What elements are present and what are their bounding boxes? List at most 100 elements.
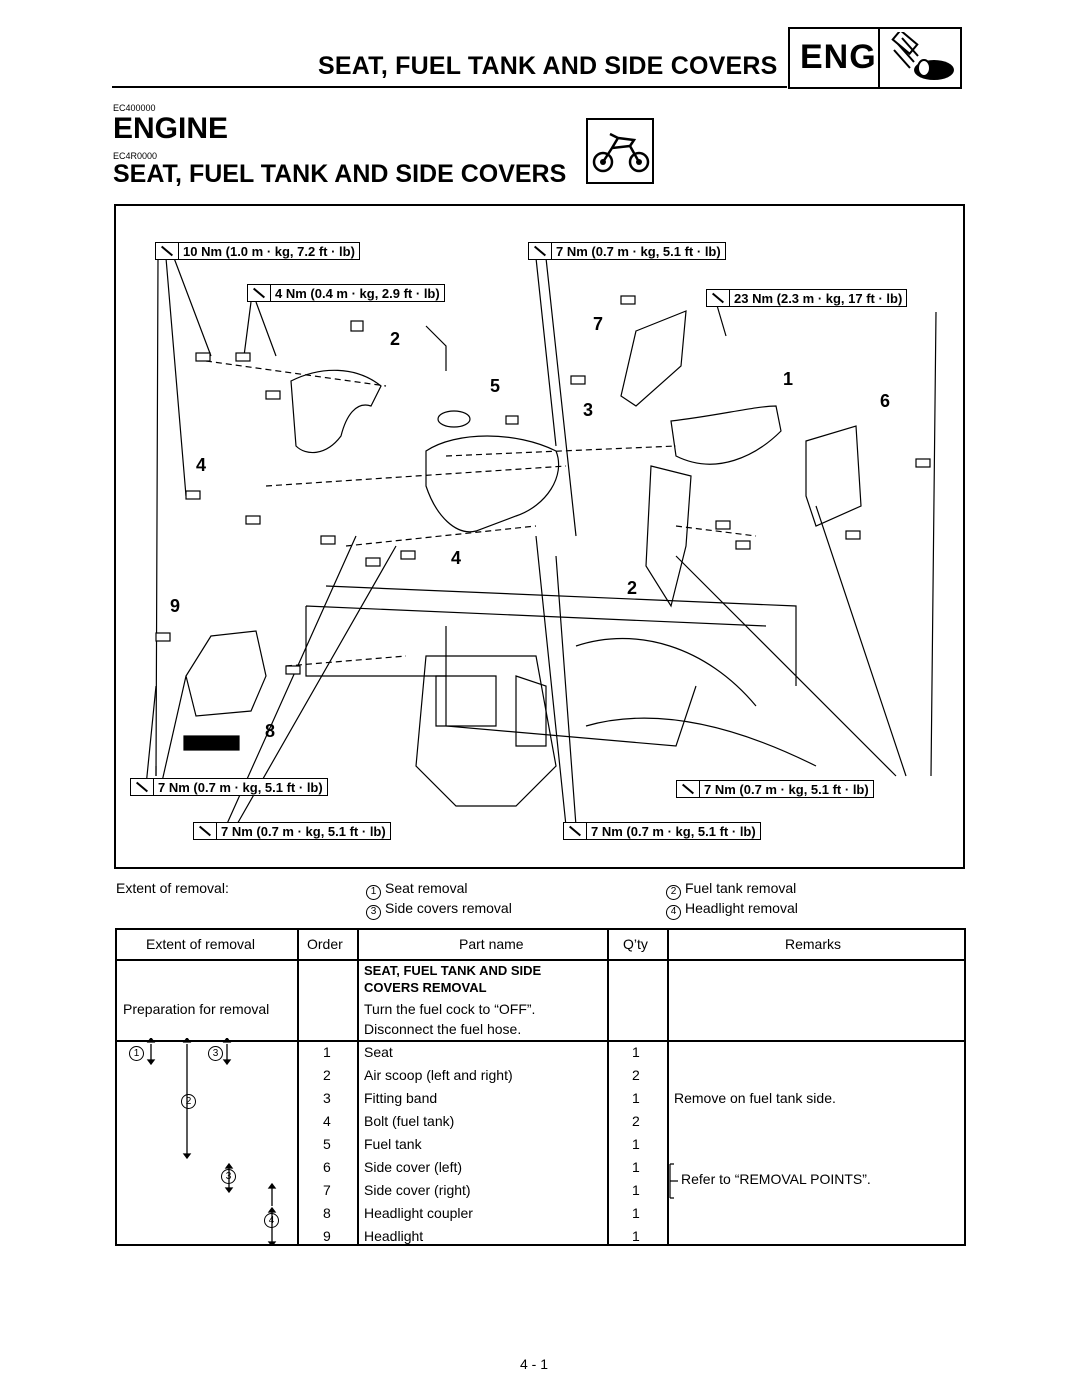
row-order: 6	[323, 1159, 331, 1175]
leader-lines-7nm-top	[535, 257, 577, 537]
chapter-title: ENGINE	[113, 112, 229, 145]
leader-lines-7nm-bottom-right	[675, 505, 907, 777]
part-number-label: 9	[170, 596, 181, 616]
leader-lines-10nm	[155, 257, 212, 777]
air-scoop-right	[645, 465, 692, 608]
fuel-tank	[425, 435, 560, 533]
exploded-diagram	[145, 257, 937, 827]
row-qty: 1	[632, 1090, 640, 1106]
row-qty: 1	[632, 1136, 640, 1152]
removal-table: Extent of removal Order Part name Q’ty R…	[115, 928, 966, 1246]
column-header: Part name	[459, 936, 524, 952]
extent-marker: 3	[208, 1046, 223, 1061]
row-part: Fuel tank	[364, 1136, 422, 1152]
fuel-hose	[425, 325, 447, 371]
extent-marker: 2	[181, 1094, 196, 1109]
prep-title: SEAT, FUEL TANK AND SIDE	[364, 963, 542, 978]
row-qty: 2	[632, 1113, 640, 1129]
row-order: 1	[323, 1044, 331, 1060]
row-qty: 1	[632, 1044, 640, 1060]
part-number-label: 6	[880, 391, 891, 411]
torque-wrench-icon	[677, 781, 700, 797]
part-number-label: 4	[196, 455, 207, 475]
row-qty: 1	[632, 1205, 640, 1221]
headlight	[185, 630, 267, 717]
row-order: 2	[323, 1067, 331, 1083]
torque-wrench-icon	[248, 285, 271, 301]
engine-block	[415, 655, 557, 807]
prep-extent: Preparation for removal	[123, 1001, 270, 1017]
row-remarks: Remove on fuel tank side.	[674, 1090, 836, 1106]
fuel-cap	[437, 410, 471, 428]
frame-outline	[305, 585, 797, 747]
headlight-lens	[183, 735, 240, 751]
running-header-title: SEAT, FUEL TANK AND SIDE COVERS	[318, 52, 778, 80]
engine-piston-icon	[891, 32, 954, 80]
part-number-label: 4	[451, 548, 462, 568]
chapter-code: EC400000	[113, 103, 156, 113]
section-tag: ENG	[800, 38, 877, 76]
row-qty: 1	[632, 1182, 640, 1198]
leader-lines-7nm-bottom-mid	[535, 535, 577, 827]
air-scoop-left	[290, 369, 382, 454]
leader-lines-23nm	[715, 301, 937, 777]
part-number-label: 7	[593, 314, 604, 334]
seat	[670, 405, 782, 465]
extent-label: Extent of removal:	[116, 880, 229, 896]
row-order: 3	[323, 1090, 331, 1106]
row-order: 9	[323, 1228, 331, 1244]
side-cover-right	[620, 310, 687, 407]
torque-spec-7nm-top: 7 Nm (0.7 m · kg, 5.1 ft · lb)	[528, 242, 726, 260]
torque-spec-7nm-bottom-mid: 7 Nm (0.7 m · kg, 5.1 ft · lb)	[193, 822, 391, 840]
part-number-label: 3	[583, 400, 594, 420]
column-header: Order	[307, 936, 343, 952]
row-part: Air scoop (left and right)	[364, 1067, 513, 1083]
torque-spec-10nm: 10 Nm (1.0 m · kg, 7.2 ft · lb)	[155, 242, 360, 260]
motorcycle-icon-box	[586, 118, 654, 184]
torque-spec-7nm-bottom-left: 7 Nm (0.7 m · kg, 5.1 ft · lb)	[130, 778, 328, 796]
torque-wrench-icon	[564, 823, 587, 839]
torque-spec-4nm: 4 Nm (0.4 m · kg, 2.9 ft · lb)	[247, 284, 445, 302]
prep-step: Disconnect the fuel hose.	[364, 1021, 522, 1037]
exploded-diagram-frame	[114, 204, 965, 869]
torque-wrench-icon	[156, 243, 179, 259]
part-number-label: 2	[627, 578, 638, 598]
row-order: 4	[323, 1113, 331, 1129]
section-title: SEAT, FUEL TANK AND SIDE COVERS	[113, 160, 567, 188]
column-header: Extent of removal	[146, 936, 255, 952]
column-header: Remarks	[785, 936, 842, 952]
remark-bracket	[669, 1163, 678, 1199]
part-number-label: 2	[390, 329, 401, 349]
row-part: Seat	[364, 1044, 393, 1060]
torque-wrench-icon	[529, 243, 552, 259]
extent-arrows	[146, 1038, 277, 1246]
torque-wrench-icon	[131, 779, 154, 795]
row-order: 5	[323, 1136, 331, 1152]
group-remark: Refer to “REMOVAL POINTS”.	[681, 1171, 871, 1187]
section-tag-divider	[878, 29, 880, 87]
extent-marker: 1	[129, 1046, 144, 1061]
torque-spec-7nm-bottom-center: 7 Nm (0.7 m · kg, 5.1 ft · lb)	[563, 822, 761, 840]
motorcycle-icon	[592, 132, 650, 173]
side-cover-left	[805, 425, 862, 527]
row-qty: 1	[632, 1159, 640, 1175]
prep-title: COVERS REMOVAL	[364, 980, 487, 995]
torque-spec-23nm: 23 Nm (2.3 m · kg, 17 ft · lb)	[706, 289, 908, 307]
row-part: Headlight coupler	[364, 1205, 473, 1221]
prep-step: Turn the fuel cock to “OFF”.	[364, 1001, 536, 1017]
page-number: 4 - 1	[520, 1356, 549, 1372]
part-number-label: 8	[265, 721, 276, 741]
part-number-label: 1	[783, 369, 794, 389]
leader-lines-7nm-bottom-left	[145, 675, 187, 787]
part-number-label: 5	[490, 376, 501, 396]
row-part: Fitting band	[364, 1090, 438, 1106]
section-tag-box	[788, 27, 962, 89]
leader-lines-4nm	[243, 301, 277, 357]
torque-wrench-icon	[707, 290, 730, 306]
row-qty: 1	[632, 1228, 640, 1244]
header-rule	[112, 86, 787, 88]
row-qty: 2	[632, 1067, 640, 1083]
column-header: Q’ty	[623, 936, 648, 952]
